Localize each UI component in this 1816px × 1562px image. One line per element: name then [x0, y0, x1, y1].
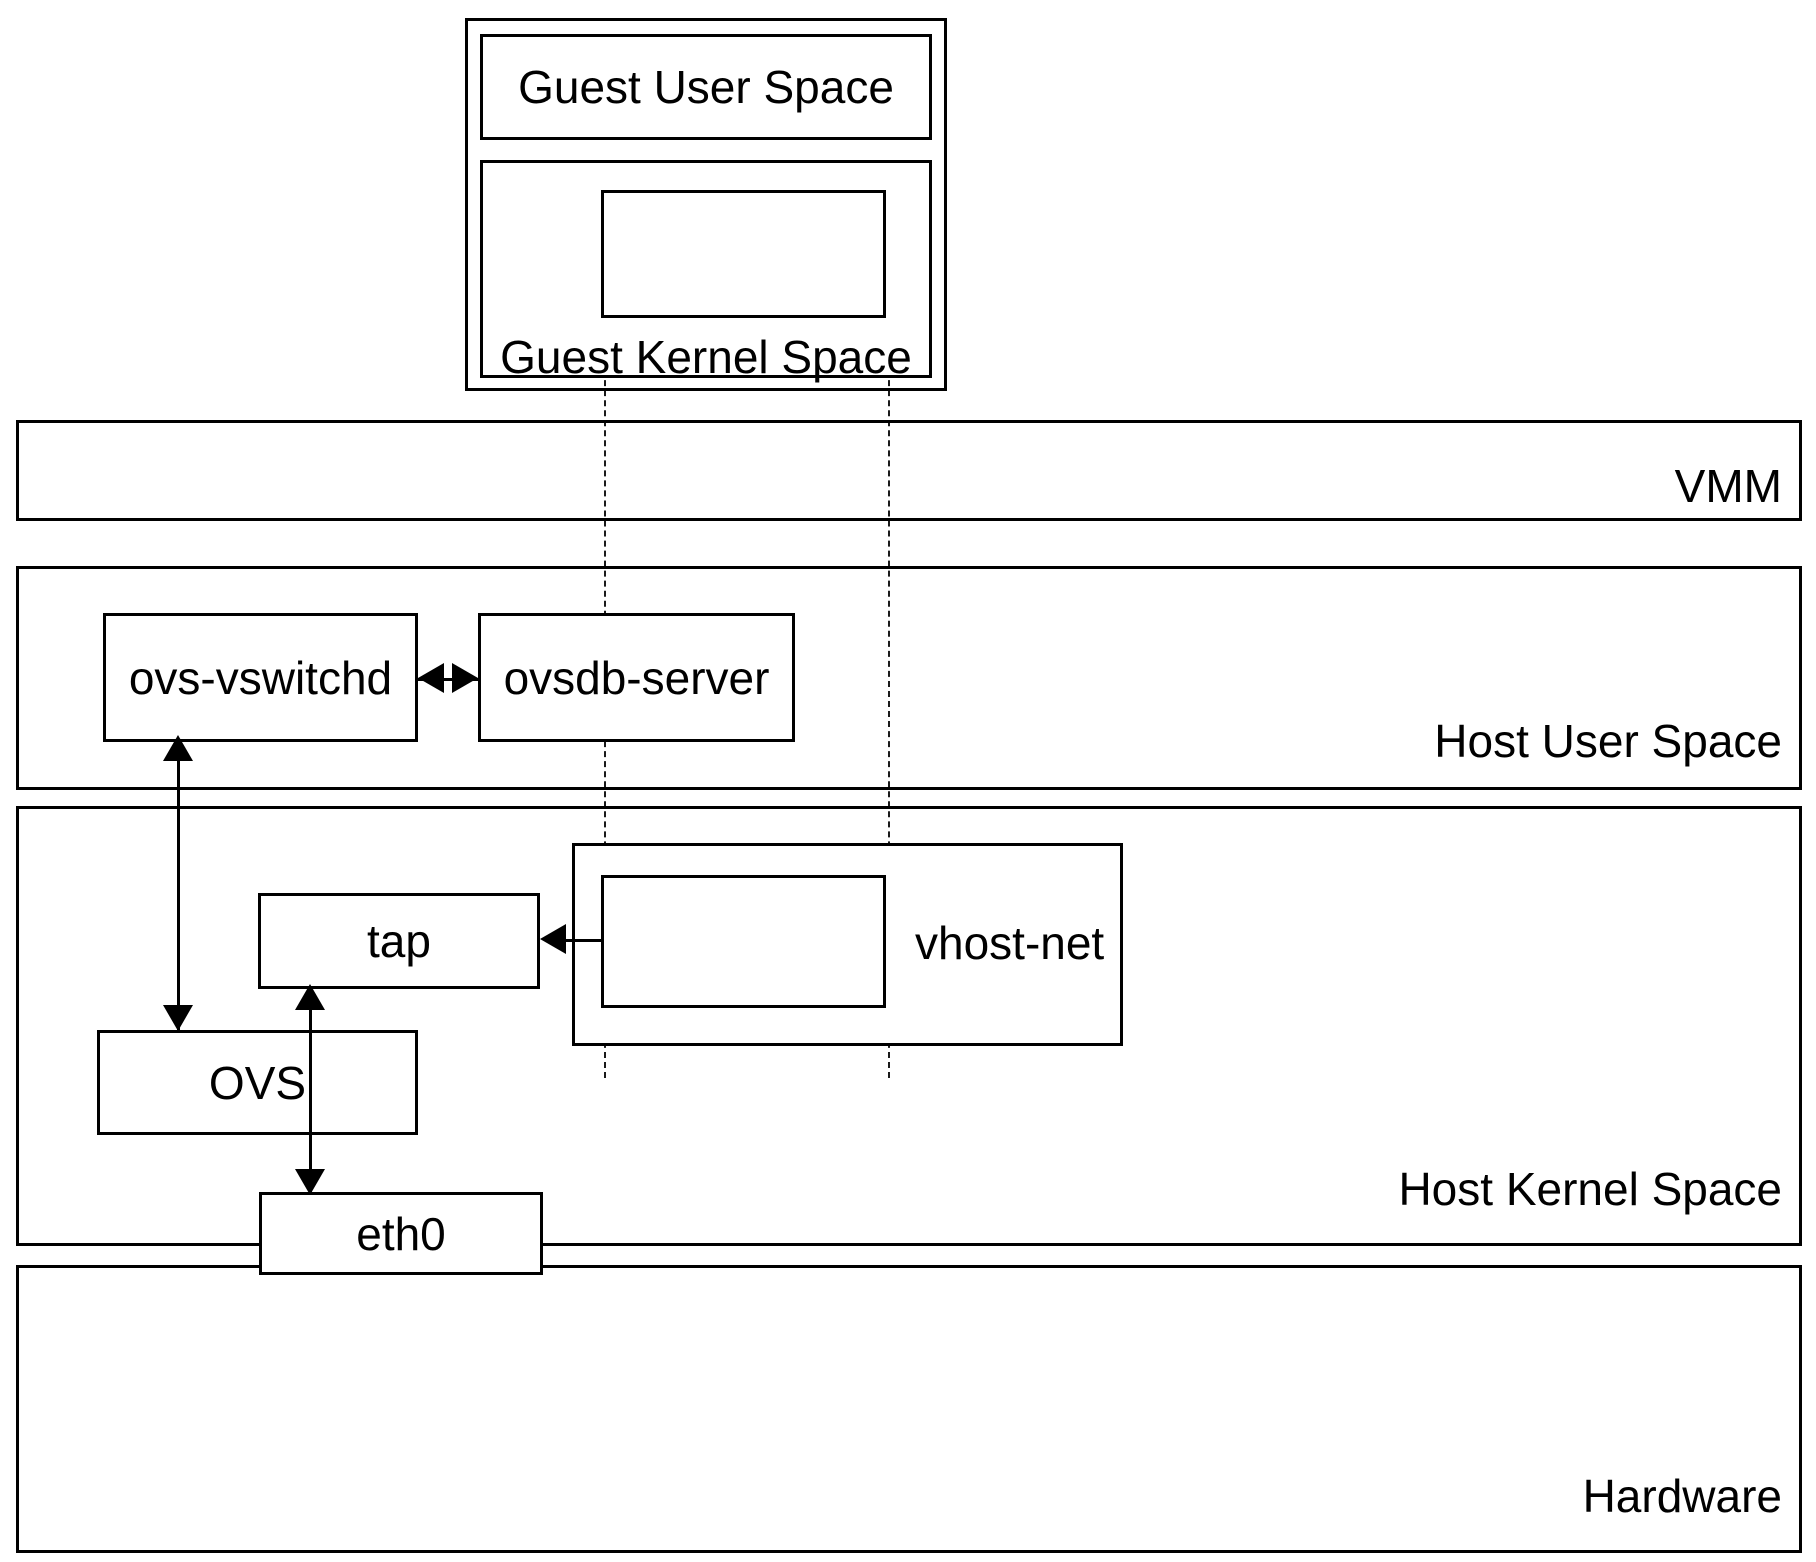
ovsdb-server-box[interactable]: [478, 613, 795, 742]
vswitchd-ovsdb-arrowhead-right: [452, 663, 478, 693]
guest-to-vhostnet-guide-right: [888, 330, 890, 1078]
ovs-vswitchd-box[interactable]: [103, 613, 418, 742]
guest-user-space-box: [480, 34, 932, 140]
vswitchd-ovs-arrowhead-up: [163, 735, 193, 761]
vhostnet-tap-arrowhead: [540, 924, 566, 954]
eth0-box[interactable]: [259, 1192, 543, 1275]
host-kernel-space-band: [16, 806, 1802, 1246]
guest-kernel-inner-box: [601, 190, 886, 318]
guest-kernel-label-mask: [498, 352, 918, 360]
tap-eth0-line: [309, 989, 312, 1194]
host-user-space-band: [16, 566, 1802, 790]
vswitchd-ovsdb-arrowhead-left: [418, 663, 444, 693]
tap-box[interactable]: [258, 893, 540, 989]
tap-eth0-arrowhead-down: [295, 1169, 325, 1195]
vmm-band: [16, 420, 1802, 521]
tap-eth0-arrowhead-up: [295, 984, 325, 1010]
ovs-box[interactable]: [97, 1030, 418, 1135]
vswitchd-ovsdb-line: [418, 678, 478, 681]
hardware-band: [16, 1265, 1802, 1553]
vswitchd-ovs-arrowhead-down: [163, 1005, 193, 1031]
vhost-net-inner-box: [601, 875, 886, 1008]
vswitchd-ovs-line: [177, 742, 180, 1030]
guest-vm-container: [465, 18, 947, 391]
vhostnet-tap-line: [566, 939, 602, 942]
